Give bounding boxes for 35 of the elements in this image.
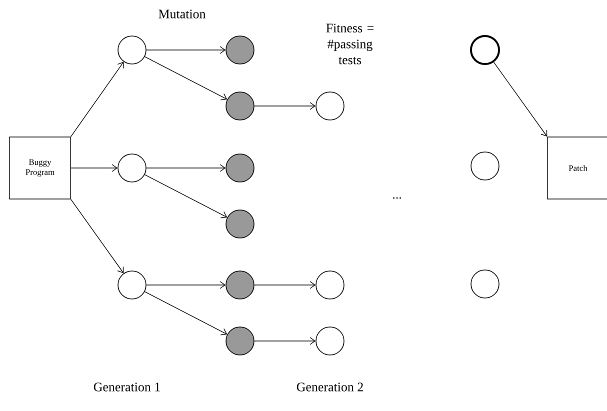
circle-node <box>316 326 344 356</box>
arrow <box>70 164 118 172</box>
circle-node <box>226 210 254 238</box>
circle-node <box>226 326 254 356</box>
arrow <box>254 102 316 110</box>
circle-node <box>316 92 344 120</box>
circle-node <box>118 270 146 300</box>
arrow <box>144 291 228 336</box>
arrow <box>254 337 316 345</box>
circle-node <box>470 35 500 65</box>
arrow <box>144 174 228 218</box>
arrow <box>144 56 228 100</box>
text-label: Generation 2 <box>296 382 363 392</box>
text-label: Fitness = #passing tests <box>326 24 374 64</box>
process-box: Patch <box>547 136 607 200</box>
arrow <box>146 46 226 54</box>
text-label: ... <box>393 197 402 199</box>
arrow <box>70 62 124 137</box>
arrow <box>493 62 548 137</box>
circle-node <box>118 36 146 64</box>
circle-node <box>316 270 344 300</box>
circle-node <box>118 154 146 182</box>
process-box: Buggy Program <box>9 136 71 200</box>
arrow <box>146 164 226 172</box>
circle-node <box>470 270 500 298</box>
text-label: Mutation <box>158 10 206 18</box>
arrow <box>146 281 226 289</box>
circle-node <box>226 92 254 120</box>
circle-node <box>470 152 500 180</box>
arrow <box>254 281 316 289</box>
circle-node <box>226 36 254 64</box>
arrow <box>70 199 124 274</box>
text-label: Generation 1 <box>94 382 160 392</box>
circle-node <box>226 270 254 300</box>
circle-node <box>226 154 254 182</box>
